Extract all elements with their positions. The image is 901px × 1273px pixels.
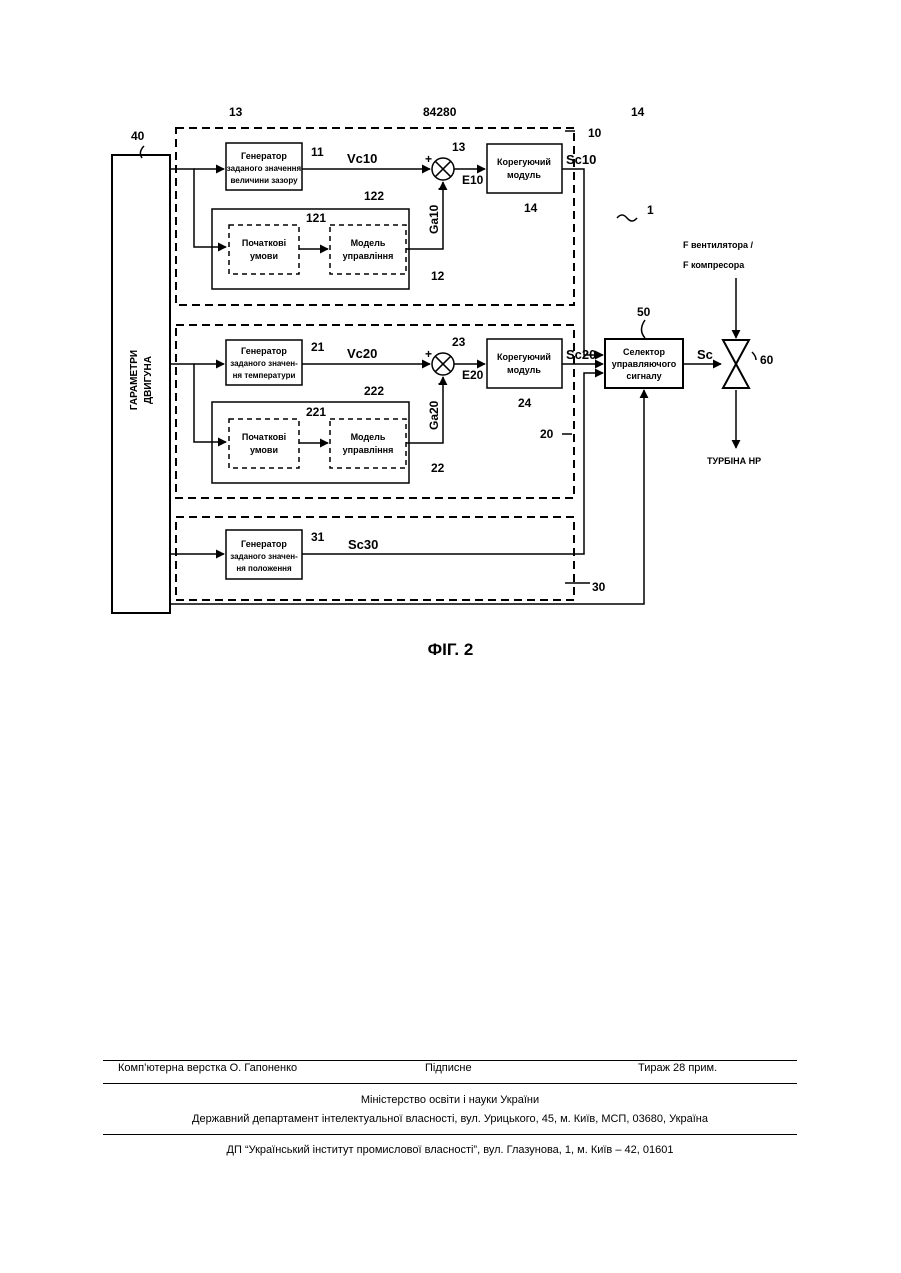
ref-22: 22 — [431, 461, 445, 475]
model-222-line1: Модель — [351, 432, 386, 442]
signal-sc: Sc — [697, 347, 713, 362]
engine-params-block — [112, 155, 170, 613]
footer-rule-bottom — [103, 1134, 797, 1135]
signal-sc10: Sc10 — [566, 152, 596, 167]
valve-60 — [723, 340, 749, 364]
generator-31-line3: ня положення — [236, 564, 292, 573]
control-model-222-block — [330, 419, 406, 468]
ref-31: 31 — [311, 530, 325, 544]
generator-21-line2: заданого значен- — [230, 359, 298, 368]
initial-221-line2: умови — [250, 445, 278, 455]
summer-13-plus: + — [425, 152, 432, 166]
ref-20: 20 — [540, 427, 554, 441]
signal-vc10: Vc10 — [347, 151, 377, 166]
selector-line1: Селектор — [623, 347, 665, 357]
figure-caption: ФІГ. 2 — [0, 640, 901, 660]
ref-30: 30 — [592, 580, 606, 594]
input-label-fan: F вентилятора / — [683, 240, 754, 250]
corrector-24-line1: Корегуючий — [497, 352, 551, 362]
signal-e20: E20 — [462, 368, 484, 382]
control-model-122-block — [330, 225, 406, 274]
footer-row-1: Комп’ютерна верстка О. Гапоненко Підписн… — [103, 1062, 797, 1078]
ref-14: 14 — [524, 201, 538, 215]
footer-institute: ДП “Український інститут промислової вла… — [103, 1144, 797, 1156]
ref-40: 40 — [131, 129, 145, 143]
ref-24: 24 — [518, 396, 532, 410]
output-label-turbine: ТУРБІНА НР — [707, 456, 761, 466]
footer-signed: Підписне — [425, 1062, 472, 1074]
ref-11: 11 — [311, 145, 324, 159]
ref-23: 23 — [452, 335, 466, 349]
initial-121-line2: умови — [250, 251, 278, 261]
ref-21: 21 — [311, 340, 325, 354]
summer-23-minus: - — [438, 376, 442, 390]
ref-60: 60 — [760, 353, 774, 367]
signal-sc20: Sc20 — [566, 347, 596, 362]
selector-line3: сигналу — [626, 371, 661, 381]
ref-10: 10 — [588, 126, 602, 140]
engine-params-label-2: ДВИГУНА — [143, 356, 154, 404]
generator-11-line1: Генератор — [241, 151, 287, 161]
ref-50: 50 — [637, 305, 651, 319]
summer-13-minus: - — [438, 181, 442, 195]
signal-ga20: Ga20 — [427, 400, 441, 430]
generator-11-line2: заданого значення — [227, 164, 302, 173]
initial-221-line1: Початкові — [242, 432, 286, 442]
model-122-line2: управління — [343, 251, 394, 261]
ref-122: 122 — [364, 189, 384, 203]
footer-circulation: Тираж 28 прим. — [638, 1062, 717, 1074]
selector-line2: управляючого — [612, 359, 677, 369]
engine-params-label-1: ГАРАМЕТРИ — [129, 350, 140, 410]
summer-23-plus: + — [425, 347, 432, 361]
signal-e10: E10 — [462, 173, 484, 187]
ref-221: 221 — [306, 405, 326, 419]
ref-12: 12 — [431, 269, 445, 283]
model-122-line1: Модель — [351, 238, 386, 248]
model-222-line2: управління — [343, 445, 394, 455]
ref-13: 13 — [452, 140, 466, 154]
generator-31-line2: заданого значен- — [230, 552, 298, 561]
signal-ga10: Ga10 — [427, 204, 441, 234]
footer-department: Державний департамент інтелектуальної вл… — [103, 1113, 797, 1125]
corrector-24-line2: модуль — [507, 365, 541, 375]
corrector-14-block — [487, 144, 562, 193]
signal-vc20: Vc20 — [347, 346, 377, 361]
generator-31-line1: Генератор — [241, 539, 287, 549]
signal-sc30: Sc30 — [348, 537, 378, 552]
footer-ministry: Міністерство освіти і науки України — [103, 1094, 797, 1106]
input-label-compressor: F компресора — [683, 260, 745, 270]
initial-121-line1: Початкові — [242, 238, 286, 248]
corrector-14-line2: модуль — [507, 170, 541, 180]
footer-layout-credit: Комп’ютерна верстка О. Гапоненко — [118, 1062, 297, 1074]
ref-1: 1 — [647, 203, 654, 217]
footer-rule-top — [103, 1060, 797, 1061]
ref-121: 121 — [306, 211, 326, 225]
corrector-24-block — [487, 339, 562, 388]
footer-rule-mid — [103, 1083, 797, 1084]
initial-conditions-121-block — [229, 225, 299, 274]
ref-222: 222 — [364, 384, 384, 398]
initial-conditions-221-block — [229, 419, 299, 468]
block-diagram: ГАРАМЕТРИ ДВИГУНА Генератор заданого зна… — [0, 0, 901, 700]
corrector-14-line1: Корегуючий — [497, 157, 551, 167]
generator-11-line3: величини зазору — [230, 176, 298, 185]
generator-21-line1: Генератор — [241, 346, 287, 356]
generator-21-line3: ня температури — [233, 371, 296, 380]
